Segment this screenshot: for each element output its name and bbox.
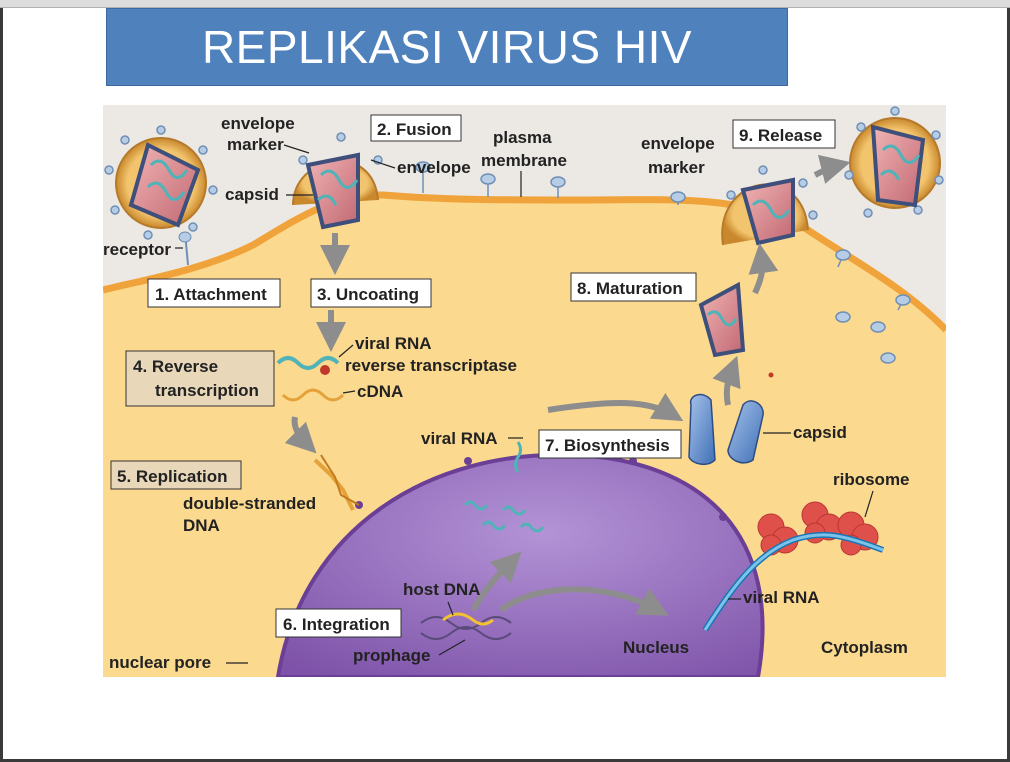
process-arrows (284, 154, 851, 616)
step-biosynthesis: 7. Biosynthesis (538, 429, 682, 459)
label-envelope-marker: marker (227, 135, 284, 154)
label-nucleus: Nucleus (623, 638, 689, 657)
hiv-virion-attachment (104, 125, 218, 240)
label-nuclear-pore: nuclear pore (109, 653, 211, 672)
cdna-strand (281, 388, 345, 402)
step-reverse-transcription: 4. Reverse transcription (125, 350, 275, 407)
hiv-virion-budding (721, 165, 818, 246)
step-label: 3. Uncoating (317, 285, 419, 304)
maturing-capsid (698, 281, 746, 358)
label-envelope-marker: envelope (641, 134, 715, 153)
label-double-stranded-dna: double-stranded (183, 494, 316, 513)
viral-rna-strand (276, 356, 340, 370)
host-dna-with-prophage (420, 612, 512, 640)
label-plasma-membrane: plasma (493, 128, 552, 147)
step-label: 1. Attachment (155, 285, 267, 304)
label-cdna: cDNA (357, 382, 403, 401)
step-uncoating: 3. Uncoating (310, 278, 432, 308)
label-viral-rna: viral RNA (421, 429, 498, 448)
label-double-stranded-dna: DNA (183, 516, 220, 535)
label-receptor: receptor (103, 240, 171, 259)
label-cytoplasm: Cytoplasm (821, 638, 908, 657)
step-label: 2. Fusion (377, 120, 452, 139)
step-label: transcription (155, 381, 259, 400)
membrane-proteins (415, 161, 911, 364)
label-envelope-marker: envelope (221, 114, 295, 133)
diagram-svg: 1. Attachment 2. Fusion 3. Uncoating 4. … (102, 105, 949, 679)
label-viral-rna: viral RNA (355, 334, 432, 353)
label-envelope: envelope (397, 158, 471, 177)
extracellular-space (103, 105, 946, 330)
label-envelope-marker: marker (648, 158, 705, 177)
nuclear-pore-dot (629, 457, 637, 465)
label-capsid: capsid (225, 185, 279, 204)
label-ribosome: ribosome (833, 470, 910, 489)
nuclear-pore-dot (464, 457, 472, 465)
label-plasma-membrane: membrane (481, 151, 567, 170)
nuclear-rna-fragments (463, 500, 545, 533)
step-label: 9. Release (739, 126, 822, 145)
step-label: 4. Reverse (133, 357, 218, 376)
step-attachment: 1. Attachment (147, 278, 281, 308)
capsid-protein-right (727, 400, 764, 464)
label-prophage: prophage (353, 646, 430, 665)
capsid-protein-left (688, 393, 716, 465)
label-reverse-transcriptase: reverse transcriptase (345, 356, 517, 375)
step-integration: 6. Integration (275, 608, 402, 638)
step-label: 8. Maturation (577, 279, 683, 298)
step-maturation: 8. Maturation (570, 272, 697, 302)
slide-title: REPLIKASI VIRUS HIV (201, 21, 693, 73)
title-banner: REPLIKASI VIRUS HIV (106, 8, 788, 86)
top-rule (0, 0, 1010, 8)
step-label: 5. Replication (117, 467, 228, 486)
nuclear-pore-dot (719, 513, 727, 521)
nuclear-rna-exiting (514, 441, 522, 473)
step-release: 9. Release (732, 119, 836, 149)
hiv-virion-fusion (292, 132, 383, 230)
label-host-dna: host DNA (403, 580, 480, 599)
reverse-transcriptase-enzyme (320, 365, 330, 375)
hiv-replication-diagram: 1. Attachment 2. Fusion 3. Uncoating 4. … (102, 105, 949, 679)
receptor-protein (178, 231, 192, 266)
step-label: 6. Integration (283, 615, 390, 634)
step-replication: 5. Replication (110, 460, 242, 490)
label-viral-rna: viral RNA (743, 588, 820, 607)
step-label: 7. Biosynthesis (545, 436, 670, 455)
step-fusion: 2. Fusion (370, 114, 462, 142)
reverse-transcriptase-dot (768, 372, 774, 378)
plasma-membrane (102, 191, 949, 333)
label-capsid: capsid (793, 423, 847, 442)
